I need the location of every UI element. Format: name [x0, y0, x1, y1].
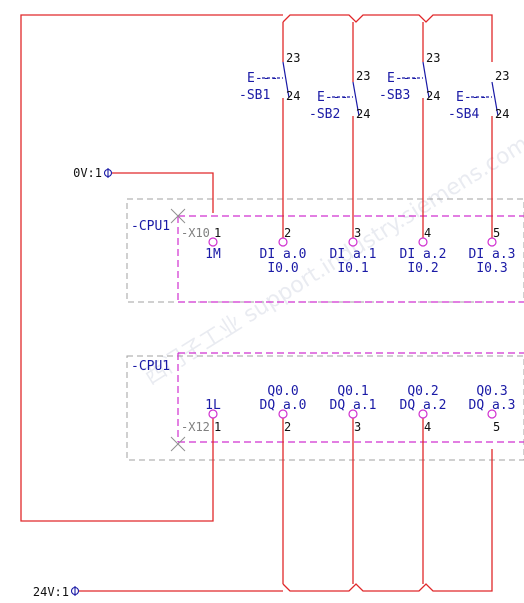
switch-sb1-contact — [262, 61, 290, 99]
connector-x10-icon — [170, 208, 186, 224]
svg-text:DQ a.0: DQ a.0 — [260, 398, 307, 413]
svg-text:1M: 1M — [205, 247, 221, 262]
svg-text:Q0.3: Q0.3 — [476, 384, 507, 399]
output-terminals — [208, 409, 497, 419]
svg-text:23: 23 — [426, 51, 440, 65]
svg-text:4: 4 — [424, 420, 431, 434]
output-connector-tag: -X12 — [181, 420, 210, 434]
svg-text:DQ a.2: DQ a.2 — [400, 398, 447, 413]
output-module-panel — [126, 355, 524, 461]
bottom-jumper-bus — [282, 449, 493, 592]
svg-text:I0.0: I0.0 — [267, 261, 298, 276]
output-device-tag: -CPU1 — [131, 359, 170, 374]
switch-sb4-contact — [471, 81, 499, 117]
input-connector-tag: -X10 — [181, 226, 210, 240]
svg-text:2: 2 — [284, 420, 291, 434]
svg-text:-SB2: -SB2 — [309, 107, 340, 122]
svg-text:I0.2: I0.2 — [407, 261, 438, 276]
svg-text:DI a.3: DI a.3 — [469, 247, 516, 262]
switch-sb2-contact — [332, 81, 360, 117]
svg-text:E---: E--- — [317, 90, 348, 105]
input-device-tag: -CPU1 — [131, 219, 170, 234]
top-jumper-bus — [282, 14, 493, 62]
wiring — [20, 14, 493, 592]
zero-volt-terminal-icon — [103, 168, 113, 178]
svg-text:1: 1 — [214, 226, 221, 240]
svg-text:24: 24 — [356, 107, 370, 121]
svg-text:24: 24 — [426, 89, 440, 103]
switch-labels: E--- -SB1 23 24 E--- -SB2 23 24 E--- -SB… — [239, 51, 509, 122]
svg-text:5: 5 — [493, 420, 500, 434]
input-module-panel — [126, 198, 524, 303]
connector-x12-icon — [170, 436, 186, 452]
svg-text:-SB1: -SB1 — [239, 88, 270, 103]
svg-text:DI a.2: DI a.2 — [400, 247, 447, 262]
svg-text:-SB4: -SB4 — [448, 107, 479, 122]
input-module-bus — [177, 215, 524, 303]
output-module-bus — [177, 352, 524, 443]
zero-volt-return-loop — [20, 14, 283, 522]
svg-text:Q0.0: Q0.0 — [267, 384, 298, 399]
svg-text:-SB3: -SB3 — [379, 88, 410, 103]
zero-volt-label: 0V:1 — [73, 166, 102, 180]
svg-text:Q0.2: Q0.2 — [407, 384, 438, 399]
supply-24v-label: 24V:1 — [33, 585, 69, 599]
svg-text:E---: E--- — [247, 71, 278, 86]
svg-text:5: 5 — [493, 226, 500, 240]
output-module-labels: -CPU1 -X12 1L 1 Q0.0 DQ a.0 2 Q0.1 DQ a.… — [131, 359, 515, 434]
svg-text:3: 3 — [354, 420, 361, 434]
svg-text:3: 3 — [354, 226, 361, 240]
input-terminals — [208, 237, 497, 247]
svg-text:23: 23 — [495, 69, 509, 83]
supply-24v-terminal-icon — [70, 586, 80, 596]
zero-volt-feed — [112, 172, 214, 213]
input-module-labels: -CPU1 -X10 1 1M 2 DI a.0 I0.0 3 DI a.1 I… — [131, 219, 515, 276]
svg-text:4: 4 — [424, 226, 431, 240]
svg-text:I0.3: I0.3 — [476, 261, 507, 276]
svg-text:DQ a.3: DQ a.3 — [469, 398, 516, 413]
svg-text:24: 24 — [286, 89, 300, 103]
switch-symbols — [262, 61, 499, 117]
svg-text:DI a.1: DI a.1 — [330, 247, 377, 262]
svg-text:E---: E--- — [456, 90, 487, 105]
svg-text:23: 23 — [286, 51, 300, 65]
svg-text:DI a.0: DI a.0 — [260, 247, 307, 262]
svg-text:Q0.1: Q0.1 — [337, 384, 368, 399]
switch-sb3-contact — [402, 61, 430, 99]
svg-text:DQ a.1: DQ a.1 — [330, 398, 377, 413]
svg-text:1: 1 — [214, 420, 221, 434]
svg-text:1L: 1L — [205, 398, 221, 413]
svg-text:2: 2 — [284, 226, 291, 240]
svg-text:E---: E--- — [387, 71, 418, 86]
svg-text:I0.1: I0.1 — [337, 261, 368, 276]
svg-text:24: 24 — [495, 107, 509, 121]
svg-text:23: 23 — [356, 69, 370, 83]
